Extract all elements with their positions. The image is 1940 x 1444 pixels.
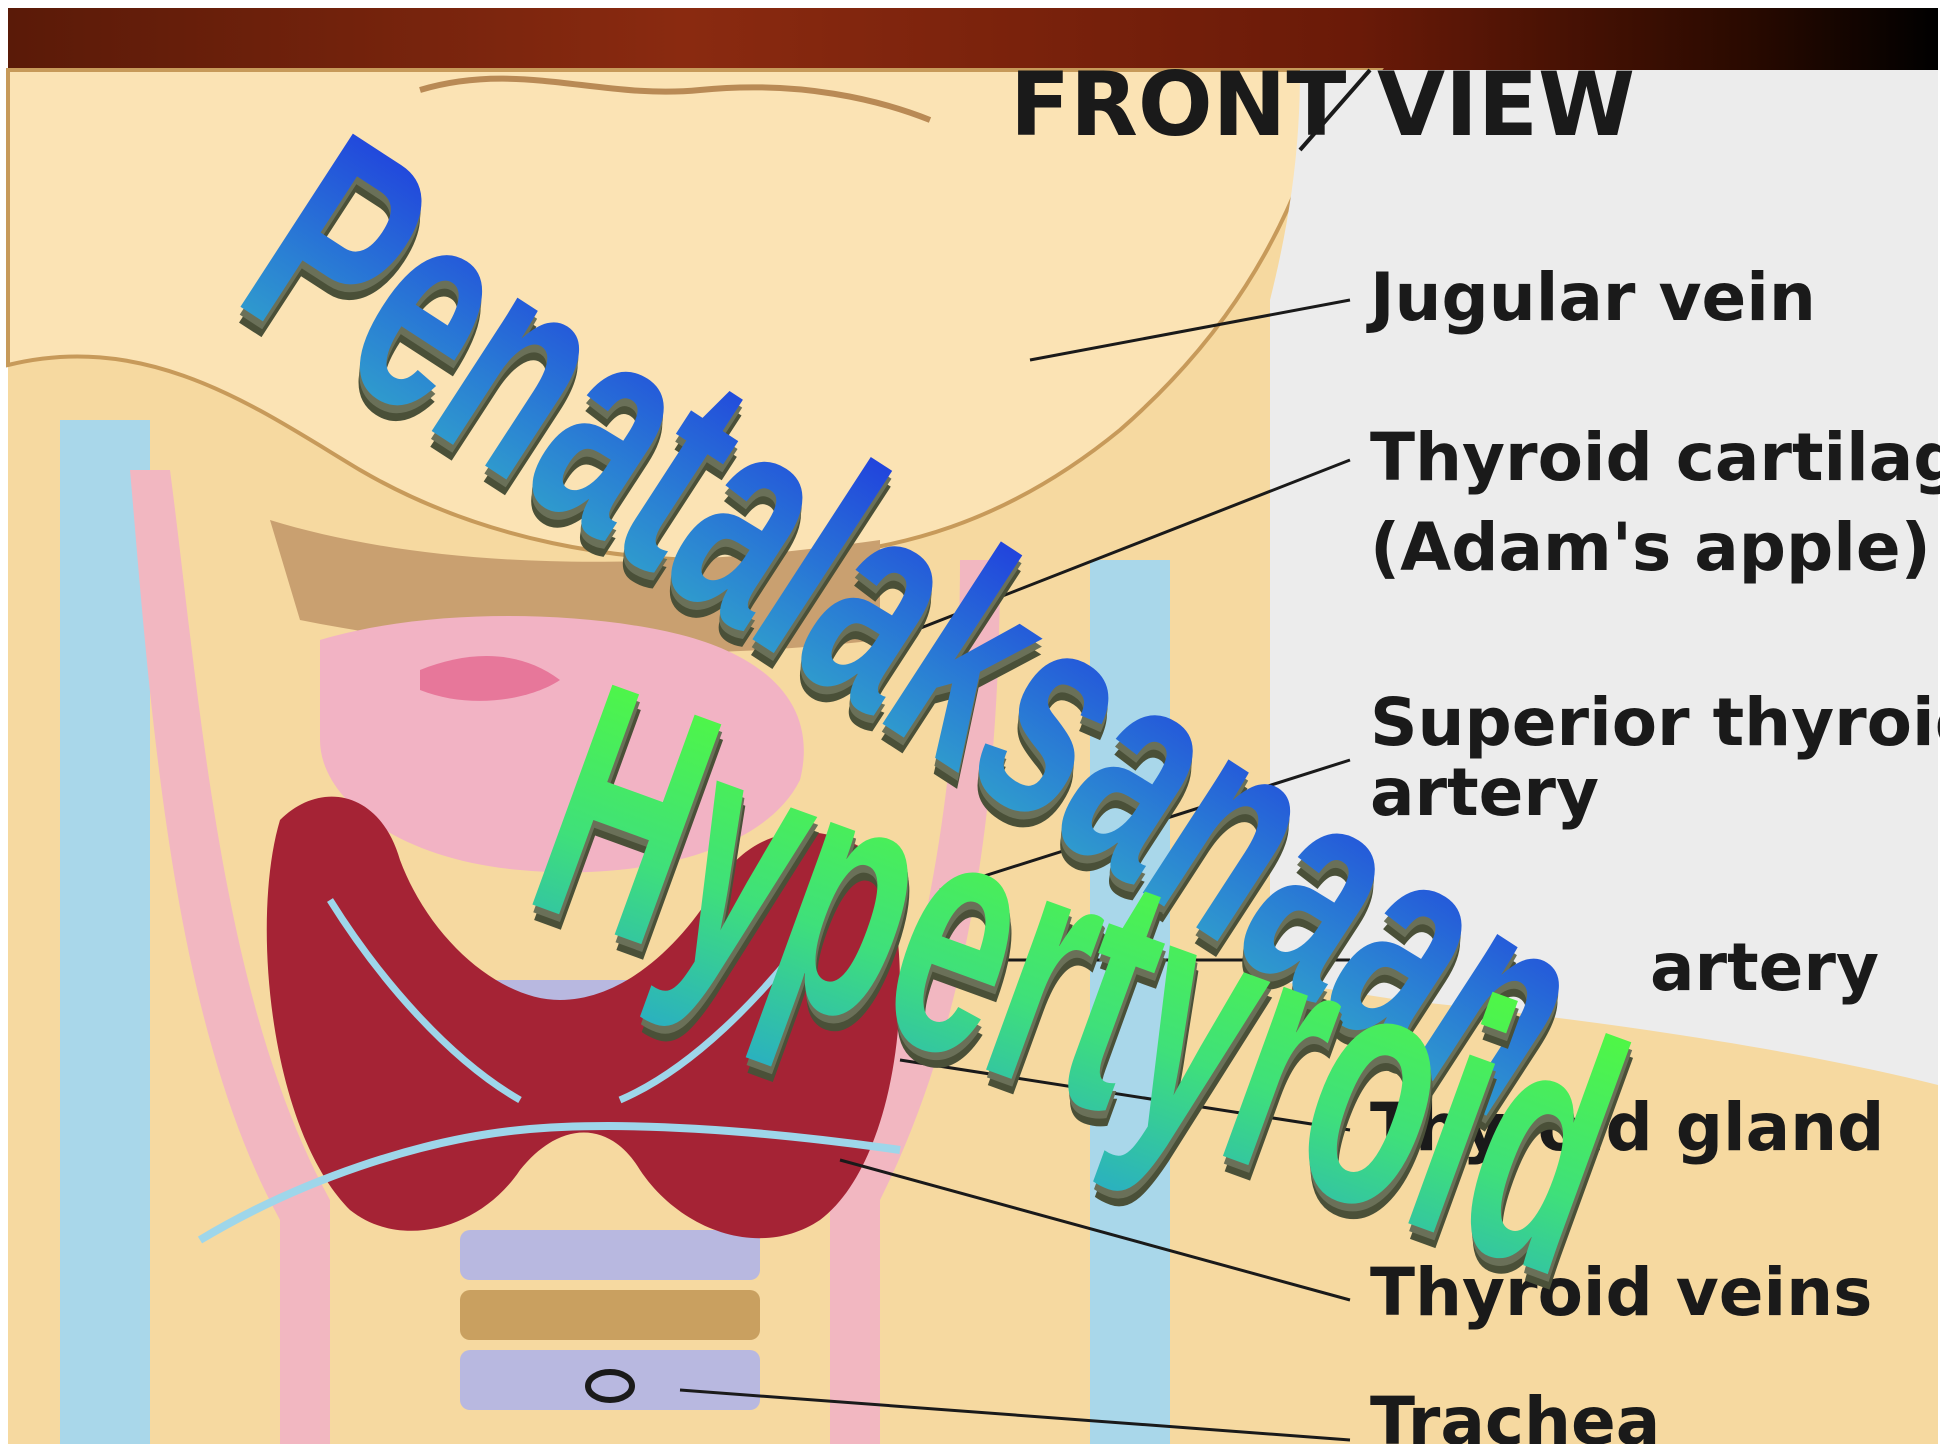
front-view-heading: FRONT VIEW	[1010, 53, 1635, 156]
header-band	[8, 8, 1938, 70]
label-adams-apple: (Adam's apple)	[1370, 509, 1931, 586]
label-thyroid-cartilage: Thyroid cartilag	[1370, 419, 1940, 496]
label-jugular-vein: Jugular vein	[1366, 259, 1816, 336]
label-artery-2: artery	[1650, 929, 1879, 1006]
left-jugular-vein	[60, 420, 150, 1444]
label-superior-thyroid: Superior thyroid	[1370, 684, 1940, 761]
label-trachea: Trachea	[1370, 1383, 1660, 1444]
